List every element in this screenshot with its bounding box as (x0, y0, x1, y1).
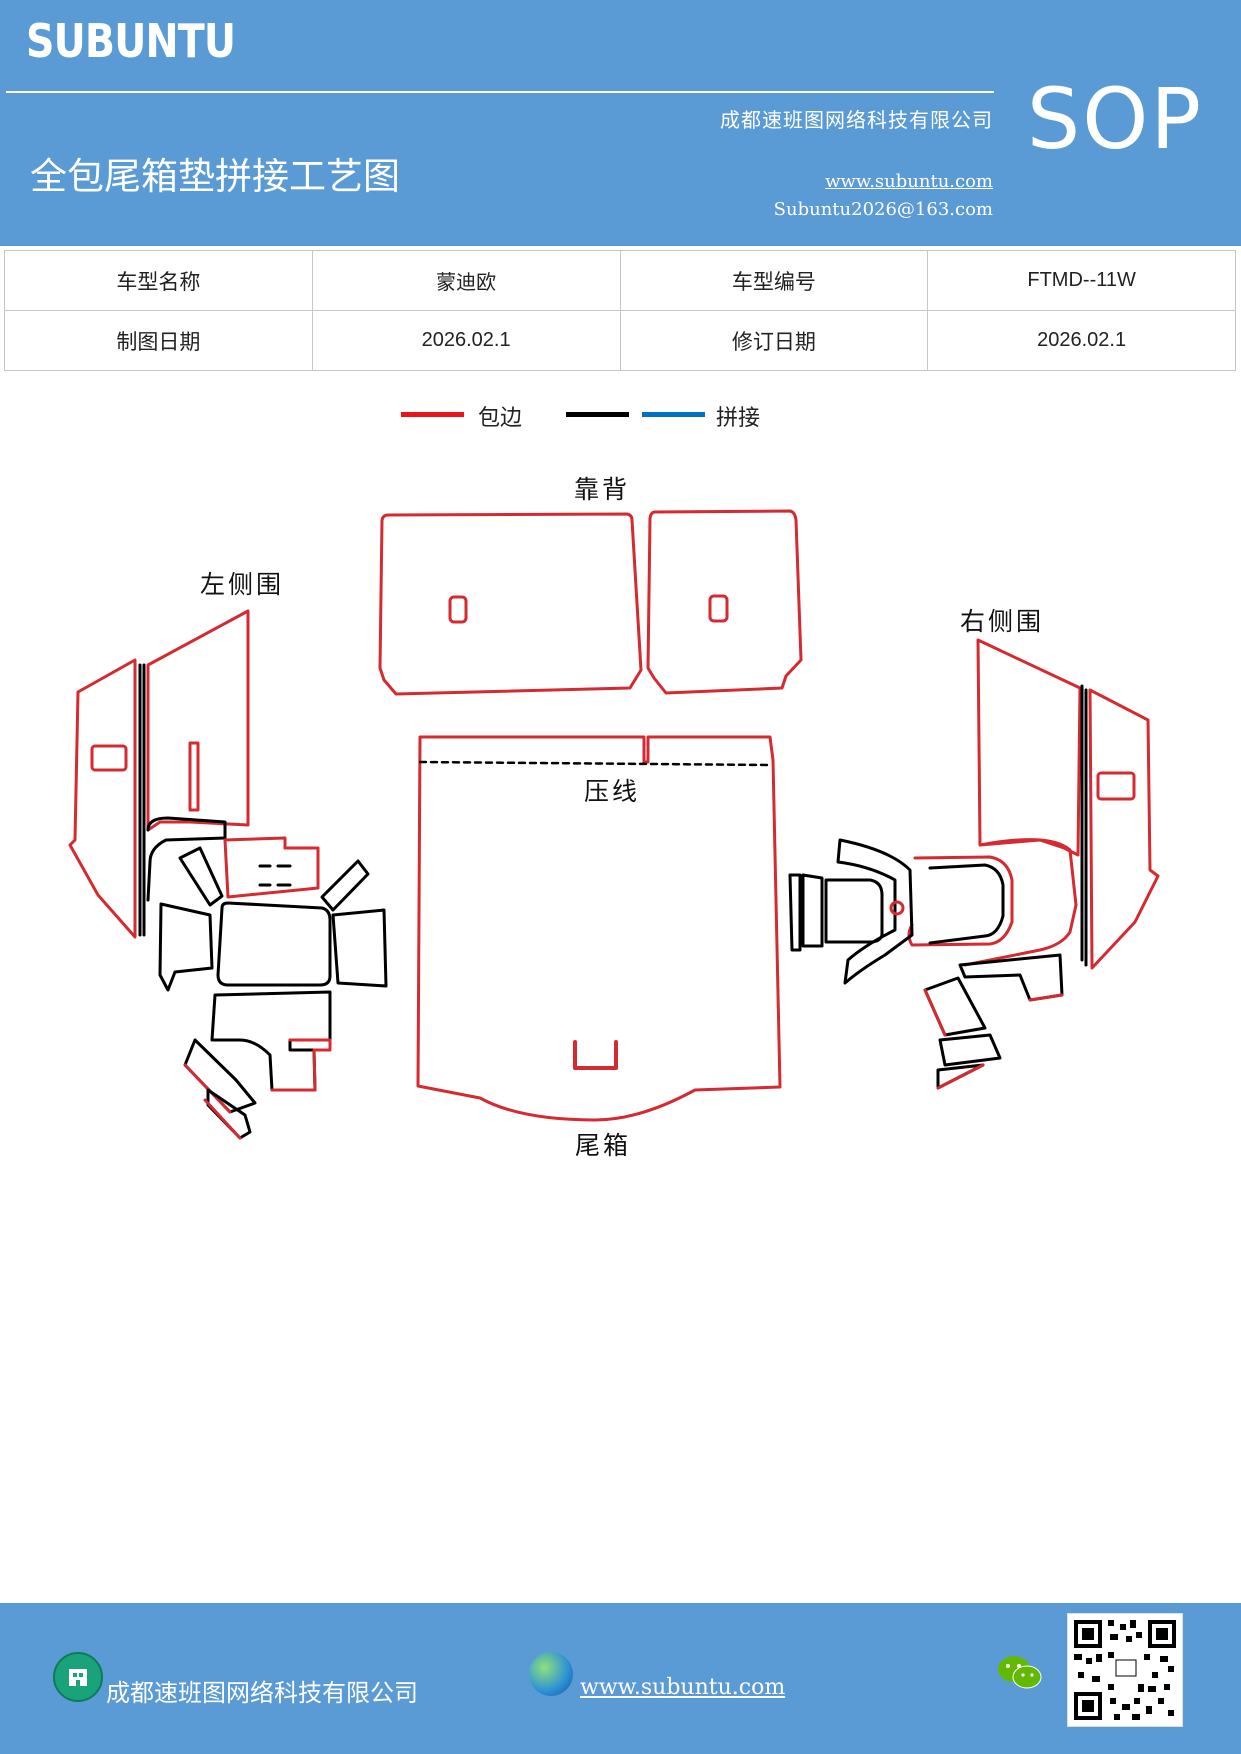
wechat-icon (998, 1656, 1042, 1689)
left-side-label: 左侧围 (200, 570, 285, 599)
press-line-label: 压线 (584, 777, 641, 806)
footer-company: 成都速班图网络科技有限公司 (106, 1679, 418, 1707)
left-side-panels (68, 609, 388, 1140)
footer-website-link[interactable]: www.subuntu.com (580, 1675, 786, 1700)
building-icon (53, 1652, 103, 1702)
trunk-label: 尾箱 (575, 1131, 632, 1160)
header-website-link[interactable]: www.subuntu.com (825, 171, 993, 192)
mat-splice-diagram (68, 509, 1160, 1140)
drawing-date-label: 制图日期 (4, 310, 313, 371)
drawing-date-value: 2026.02.1 (311, 310, 621, 371)
page-header: SUBUNTU 成都速班图网络科技有限公司 全包尾箱垫拼接工艺图 www.sub… (0, 0, 1241, 246)
header-divider (6, 91, 994, 93)
model-code-label: 车型编号 (619, 250, 929, 311)
header-company: 成都速班图网络科技有限公司 (720, 108, 993, 132)
page-footer: 成都速班图网络科技有限公司 www.subuntu.com (0, 1603, 1241, 1754)
model-name-value: 蒙迪欧 (311, 250, 621, 311)
vehicle-info-table: 车型名称 蒙迪欧 车型编号 FTMD--11W 制图日期 2026.02.1 修… (4, 250, 1236, 371)
document-title: 全包尾箱垫拼接工艺图 (30, 155, 400, 198)
globe-icon (529, 1652, 573, 1696)
legend-blue-line (642, 412, 705, 417)
table-row: 制图日期 2026.02.1 修订日期 2026.02.1 (4, 310, 1236, 371)
legend-splice-label: 拼接 (716, 406, 761, 431)
legend-red-line (401, 412, 464, 417)
qr-code (1067, 1613, 1183, 1727)
brand-logo: SUBUNTU (26, 14, 236, 68)
sop-badge: SOP (1026, 70, 1203, 168)
line-legend: 包边 拼接 (0, 398, 1241, 438)
model-code-value: FTMD--11W (927, 250, 1236, 311)
backrest-right-panel (646, 509, 803, 695)
legend-edge-label: 包边 (478, 406, 523, 431)
header-email: Subuntu2026@163.com (773, 199, 993, 220)
right-side-label: 右侧围 (960, 607, 1045, 636)
backrest-left-panel (378, 512, 643, 696)
backrest-label: 靠背 (574, 475, 631, 504)
right-side-panels (788, 638, 1160, 1090)
revision-date-value: 2026.02.1 (927, 310, 1236, 371)
trunk-floor-panel (416, 735, 782, 1122)
legend-black-line (566, 412, 629, 417)
revision-date-label: 修订日期 (619, 310, 929, 371)
model-name-label: 车型名称 (4, 250, 313, 311)
table-row: 车型名称 蒙迪欧 车型编号 FTMD--11W (4, 250, 1236, 311)
